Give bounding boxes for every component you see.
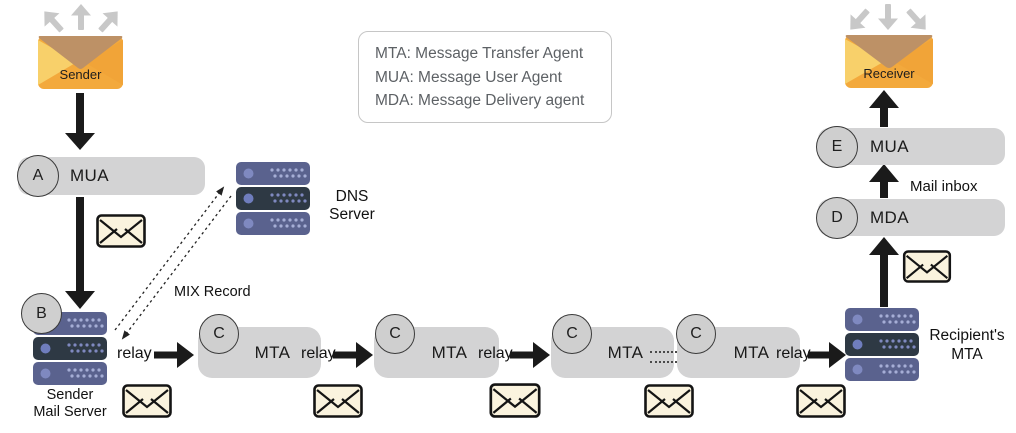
arrow-down-right-icon xyxy=(900,3,934,37)
relay-label-4: relay xyxy=(776,345,811,362)
relay-arrow-4 xyxy=(808,342,846,368)
sender-envelope-label: Sender xyxy=(59,67,102,82)
mta-label-2: MTA xyxy=(431,342,468,362)
receiver-envelope-label: Receiver xyxy=(863,66,915,81)
mua-e-label: MUA xyxy=(870,136,909,156)
mix-record-label: MIX Record xyxy=(174,284,251,300)
mail-message-icon xyxy=(313,384,363,418)
mix-record-arrows xyxy=(103,180,243,350)
relay-label-2: relay xyxy=(301,345,336,362)
arrow-sender-to-mua xyxy=(64,93,96,150)
badge-c-3: C xyxy=(552,314,592,354)
arrow-mda-to-mua xyxy=(868,164,900,198)
arrow-down-left-icon xyxy=(842,3,876,37)
mail-message-icon xyxy=(489,383,541,418)
arrow-up-left-icon xyxy=(36,4,70,38)
arrow-mua-to-server xyxy=(64,197,96,309)
mda-label: MDA xyxy=(870,207,909,227)
arrow-up-icon xyxy=(70,4,92,30)
receiver-envelope-icon: Receiver xyxy=(845,35,933,88)
relay-label-1: relay xyxy=(117,345,152,362)
mail-message-icon xyxy=(122,384,172,418)
recipient-server-label: Recipient's MTA xyxy=(929,327,1005,363)
mail-message-icon xyxy=(643,384,695,418)
badge-c-1: C xyxy=(199,314,239,354)
arrow-up-right-icon xyxy=(92,4,126,38)
mta-label-3: MTA xyxy=(607,342,644,362)
legend-box: MTA: Message Transfer Agent MUA: Message… xyxy=(358,31,612,123)
mta-label-1: MTA xyxy=(254,342,291,362)
dns-server-icon xyxy=(236,162,310,235)
dns-server-label: DNS Server xyxy=(329,188,375,223)
arrow-down-icon xyxy=(877,4,899,30)
badge-c-2: C xyxy=(375,314,415,354)
mta-label-4: MTA xyxy=(733,342,770,362)
recipient-server-icon xyxy=(845,307,919,382)
badge-c-4: C xyxy=(676,314,716,354)
mua-a-label: MUA xyxy=(70,166,109,185)
dotted-connector-top xyxy=(650,351,677,353)
relay-arrow-3 xyxy=(510,342,550,368)
mail-message-icon xyxy=(795,384,847,418)
arrow-server-to-mda xyxy=(868,237,900,307)
mail-message-icon xyxy=(902,250,952,283)
dotted-connector-bottom xyxy=(650,361,677,363)
relay-arrow-1 xyxy=(154,342,194,368)
relay-arrow-2 xyxy=(333,342,373,368)
legend-line-mta: MTA: Message Transfer Agent xyxy=(375,45,584,62)
legend-line-mua: MUA: Message User Agent xyxy=(375,68,562,86)
badge-d: D xyxy=(816,197,858,239)
badge-e: E xyxy=(816,126,858,168)
mail-inbox-label: Mail inbox xyxy=(910,178,978,195)
badge-a: A xyxy=(17,155,59,197)
mail-message-icon xyxy=(96,214,146,248)
legend-line-mda: MDA: Message Delivery agent xyxy=(375,92,585,109)
badge-b: B xyxy=(21,293,62,334)
sender-envelope-icon: Sender xyxy=(38,36,123,89)
sender-server-label: Sender Mail Server xyxy=(33,387,107,420)
arrow-mua-to-receiver xyxy=(868,90,900,127)
relay-label-3: relay xyxy=(478,345,513,362)
